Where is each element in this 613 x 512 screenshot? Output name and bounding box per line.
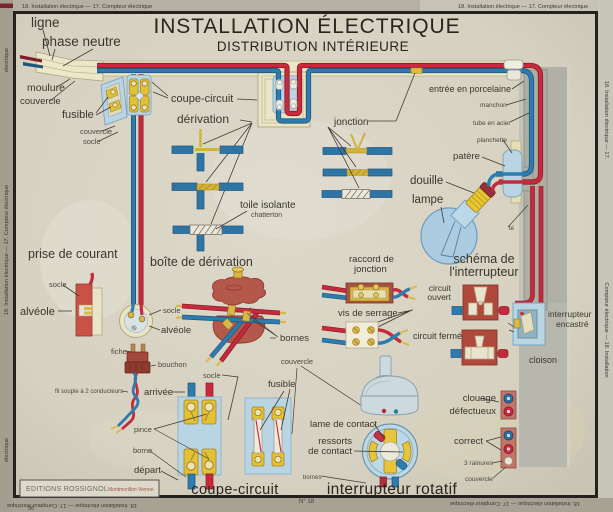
svg-text:entrée en porcelaine: entrée en porcelaine bbox=[429, 84, 511, 94]
svg-text:chatterton: chatterton bbox=[251, 212, 282, 219]
svg-text:ressorts: ressorts bbox=[318, 436, 352, 447]
svg-text:18. Installation électrique —: 18. Installation électrique — 17. Compte… bbox=[458, 4, 588, 10]
svg-text:vis de serrage: vis de serrage bbox=[338, 308, 398, 319]
svg-text:de contact: de contact bbox=[308, 446, 352, 457]
svg-text:patère: patère bbox=[453, 151, 480, 162]
svg-text:phase neutre: phase neutre bbox=[42, 34, 121, 49]
svg-text:fusible: fusible bbox=[62, 109, 94, 121]
svg-text:interrupteur rotatif: interrupteur rotatif bbox=[327, 481, 458, 498]
svg-text:cloison: cloison bbox=[529, 355, 557, 365]
svg-text:Montmorillon Vienne: Montmorillon Vienne bbox=[108, 487, 154, 493]
svg-text:18. Installation électrique —: 18. Installation électrique — 17. Compte… bbox=[22, 4, 152, 10]
svg-text:manchon: manchon bbox=[480, 102, 507, 109]
svg-text:électrique: électrique bbox=[4, 48, 10, 72]
svg-text:tube en acier: tube en acier bbox=[473, 120, 511, 127]
svg-text:fusible: fusible bbox=[268, 379, 295, 390]
svg-text:3 rainures: 3 rainures bbox=[464, 460, 494, 467]
svg-text:l'interrupteur: l'interrupteur bbox=[449, 265, 518, 279]
svg-text:boîte de dérivation: boîte de dérivation bbox=[150, 255, 253, 269]
svg-text:socle: socle bbox=[163, 306, 181, 315]
svg-text:planchette: planchette bbox=[477, 137, 507, 144]
svg-text:raccord de: raccord de bbox=[349, 254, 394, 265]
svg-text:DISTRIBUTION INTÉRIEURE: DISTRIBUTION INTÉRIEURE bbox=[217, 39, 409, 54]
svg-text:EDITIONS ROSSIGNOL: EDITIONS ROSSIGNOL bbox=[26, 486, 108, 493]
svg-text:té: té bbox=[509, 226, 515, 232]
svg-text:électrique: électrique bbox=[4, 438, 10, 462]
svg-text:lame de contact: lame de contact bbox=[310, 419, 377, 430]
svg-text:18. Installation électrique —: 18. Installation électrique — 17. Compte… bbox=[450, 500, 580, 506]
svg-text:socle: socle bbox=[83, 137, 101, 146]
svg-text:couvercle: couvercle bbox=[80, 127, 112, 136]
svg-text:arrivée: arrivée bbox=[144, 387, 173, 398]
svg-text:18. Installation électrique —: 18. Installation électrique — 17. Compte… bbox=[4, 185, 10, 315]
svg-text:pince: pince bbox=[134, 425, 152, 434]
svg-text:moulure: moulure bbox=[27, 82, 65, 94]
svg-text:bornes: bornes bbox=[280, 333, 309, 344]
svg-text:défectueux: défectueux bbox=[450, 406, 497, 417]
svg-text:schéma de: schéma de bbox=[453, 252, 514, 266]
svg-text:prise de courant: prise de courant bbox=[28, 247, 118, 261]
svg-text:Compteur électrique — 18.: Compteur électrique — 18. Installation bbox=[603, 282, 609, 377]
svg-text:circuit fermé: circuit fermé bbox=[413, 331, 462, 341]
svg-text:jonction: jonction bbox=[333, 117, 368, 128]
svg-text:fil souple à 2 conducteurs: fil souple à 2 conducteurs bbox=[55, 389, 123, 395]
svg-text:toile isolante: toile isolante bbox=[240, 200, 296, 211]
svg-text:socle: socle bbox=[203, 371, 221, 380]
svg-text:encastré: encastré bbox=[556, 319, 589, 329]
svg-text:borne: borne bbox=[133, 446, 152, 455]
svg-text:N° 18: N° 18 bbox=[299, 499, 315, 505]
svg-text:dérivation: dérivation bbox=[177, 112, 229, 126]
svg-text:alvéole: alvéole bbox=[161, 325, 191, 336]
svg-text:36: 36 bbox=[28, 506, 34, 512]
svg-text:couvercle: couvercle bbox=[465, 476, 493, 483]
svg-text:lampe: lampe bbox=[412, 194, 443, 206]
svg-text:socle: socle bbox=[49, 280, 67, 289]
svg-text:ouvert: ouvert bbox=[427, 292, 451, 302]
svg-text:coupe-circuit: coupe-circuit bbox=[191, 482, 278, 498]
svg-text:18. Installation électrique —: 18. Installation électrique — 17. Compte… bbox=[7, 502, 137, 508]
svg-text:18. Installation électrique —: 18. Installation électrique — 17. bbox=[603, 81, 609, 160]
svg-text:départ: départ bbox=[134, 465, 161, 476]
svg-text:INSTALLATION ÉLECTRIQUE: INSTALLATION ÉLECTRIQUE bbox=[154, 15, 461, 38]
svg-text:jonction: jonction bbox=[353, 264, 387, 275]
svg-text:couvercle: couvercle bbox=[20, 96, 61, 107]
svg-text:fiche: fiche bbox=[111, 347, 127, 356]
svg-text:bouchon: bouchon bbox=[158, 360, 187, 369]
svg-text:correct: correct bbox=[454, 436, 483, 447]
svg-text:interrupteur: interrupteur bbox=[548, 309, 592, 319]
svg-text:bornes: bornes bbox=[303, 475, 321, 481]
svg-text:ligne: ligne bbox=[31, 15, 60, 30]
svg-text:coupe-circuit: coupe-circuit bbox=[171, 93, 233, 105]
svg-text:circuit: circuit bbox=[429, 283, 452, 293]
svg-text:douille: douille bbox=[410, 175, 443, 187]
svg-text:clouage: clouage bbox=[463, 393, 496, 404]
svg-text:couvercle: couvercle bbox=[281, 357, 313, 366]
svg-text:alvéole: alvéole bbox=[20, 306, 55, 318]
